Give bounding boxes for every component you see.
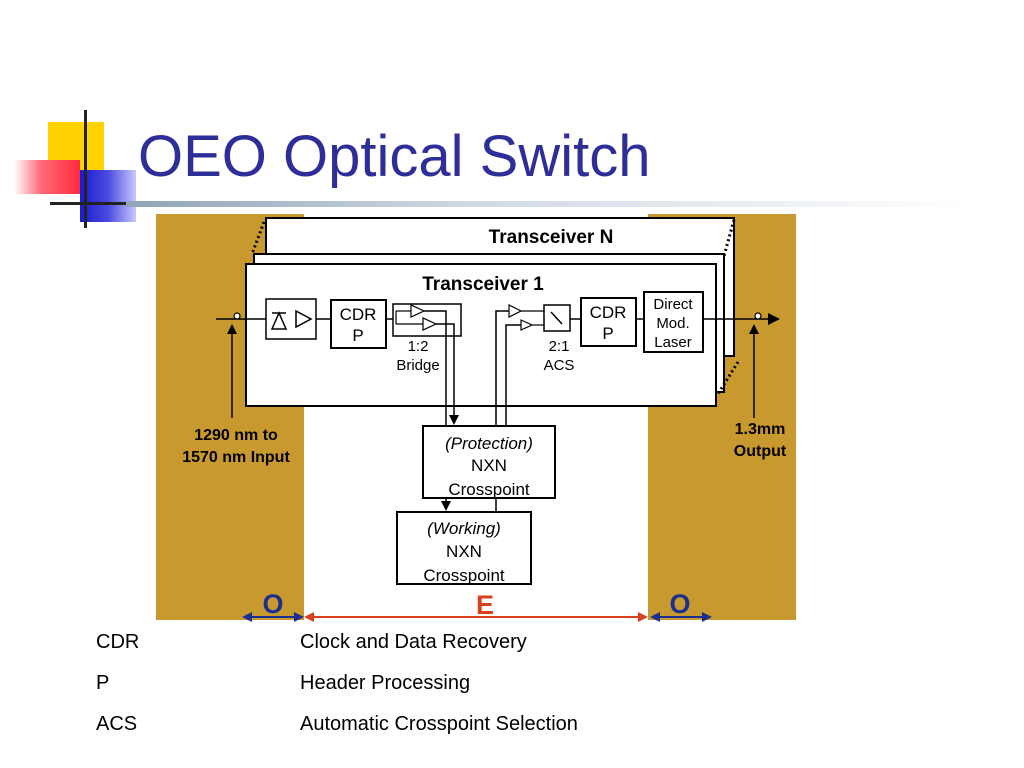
decor-red-bar	[14, 160, 80, 194]
output-label-line2: Output	[734, 443, 787, 460]
amplifier-symbol	[295, 309, 313, 329]
stack-dots-top-left	[250, 221, 266, 255]
input-port	[233, 312, 241, 320]
slide-title: OEO Optical Switch	[138, 124, 651, 189]
title-underline	[126, 201, 966, 207]
domain-e: E	[476, 590, 494, 620]
working-line1: (Working)	[427, 519, 501, 538]
output-label-line1: 1.3mm	[735, 421, 786, 438]
receiver-box	[265, 298, 317, 340]
domain-o-right: O	[669, 589, 690, 619]
acs-label: ACS	[544, 357, 575, 374]
input-label-line2: 1570 nm Input	[182, 449, 290, 466]
working-line2: NXN	[446, 542, 482, 561]
cdr-p-box-1	[330, 299, 387, 349]
oeo-switch-diagram: Transceiver N Transceiver 1 CDR P 1:2 Br…	[156, 214, 796, 622]
laser-line2: Mod.	[656, 315, 689, 332]
laser-line1: Direct	[653, 296, 693, 313]
acs-ratio: 2:1	[549, 338, 570, 355]
input-label-line1: 1290 nm to	[194, 427, 278, 444]
cdr-p-1-line1: CDR	[340, 305, 377, 324]
cdr-p-1-line2: P	[352, 326, 363, 345]
transceiver-1-label: Transceiver 1	[422, 274, 544, 295]
cdr-p-2-line1: CDR	[590, 303, 627, 322]
output-port	[754, 312, 762, 320]
legend-term-cdr: CDR	[96, 631, 140, 653]
stack-dots-bottom-right	[716, 361, 740, 395]
decor-blue-square	[80, 170, 136, 222]
decor-horizontal-line	[50, 202, 126, 205]
legend-term-p: P	[96, 672, 110, 694]
laser-box	[643, 291, 704, 353]
bridge-to-protection	[436, 323, 455, 418]
photodiode-symbol	[270, 311, 288, 330]
cdr-p-2-line2: P	[602, 324, 613, 343]
protection-crosspoint-box	[422, 425, 556, 499]
working-line3: Crosspoint	[423, 566, 505, 585]
output-arrowhead	[768, 313, 780, 325]
stack-dots-top-right	[722, 219, 736, 257]
transceiver-1-box	[245, 263, 717, 407]
laser-line3: Laser	[654, 334, 692, 351]
legend-def-acs: Automatic Crosspoint Selection	[300, 713, 578, 735]
bridge-label: Bridge	[396, 357, 439, 374]
legend-term-acs: ACS	[96, 713, 138, 735]
legend-def-cdr: Clock and Data Recovery	[300, 631, 527, 653]
domain-o-left: O	[262, 589, 283, 619]
protection-to-acs	[505, 324, 521, 426]
protection-line3: Crosspoint	[448, 480, 530, 499]
protection-line1: (Protection)	[445, 434, 533, 453]
cdr-p-box-2	[580, 297, 637, 347]
bridge-ratio: 1:2	[408, 338, 429, 355]
legend-def-p: Header Processing	[300, 672, 471, 694]
protection-line2: NXN	[471, 456, 507, 475]
decor-vertical-line	[84, 110, 87, 228]
transceiver-n-label: Transceiver N	[489, 227, 614, 248]
working-crosspoint-box	[396, 511, 532, 585]
